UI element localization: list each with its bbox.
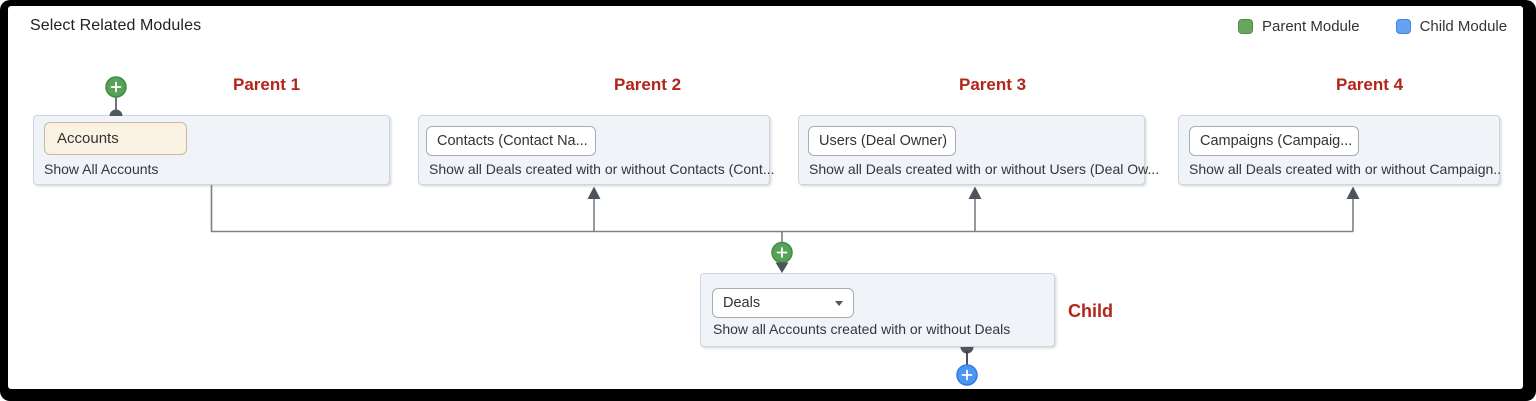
child-module-color-chip xyxy=(1395,19,1411,34)
child-module-card: Deals Show all Accounts created with or … xyxy=(700,273,1055,347)
parent-4-dropdown-value: Campaigns (Campaig... xyxy=(1200,133,1353,149)
dropdown-caret-icon xyxy=(835,300,843,306)
parent-3-description: Show all Deals created with or without U… xyxy=(809,161,1160,177)
parent-4-label: Parent 4 xyxy=(1336,75,1404,94)
parent-4-module-dropdown[interactable]: Campaigns (Campaig... xyxy=(1189,126,1359,156)
parent-1-label: Parent 1 xyxy=(233,75,301,94)
node-knob-icon xyxy=(960,347,974,354)
legend: Parent Module Child Module xyxy=(1238,18,1507,35)
arrow-down-icon xyxy=(775,262,789,273)
legend-item-child: Child Module xyxy=(1395,18,1508,35)
parent-2-description: Show all Deals created with or without C… xyxy=(429,161,775,177)
parent-3-dropdown-value: Users (Deal Owner) xyxy=(819,133,948,149)
add-child-module-button[interactable] xyxy=(956,347,978,386)
plus-icon xyxy=(961,369,973,381)
parent-2-module-dropdown[interactable]: Contacts (Contact Na... xyxy=(426,126,596,156)
parent-1-description: Show All Accounts xyxy=(44,161,159,177)
parent-3-module-card: Users (Deal Owner) Show all Deals create… xyxy=(798,115,1159,185)
parent-module-color-chip xyxy=(1238,19,1253,34)
page-title: Select Related Modules xyxy=(30,17,202,34)
legend-child-label: Child Module xyxy=(1419,18,1508,35)
parent-3-module-dropdown[interactable]: Users (Deal Owner) xyxy=(808,126,956,156)
parent-4-module-card: Campaigns (Campaig... Show all Deals cre… xyxy=(1178,115,1502,185)
primary-module-field: Accounts xyxy=(44,122,187,155)
dropdown-caret-icon xyxy=(955,139,956,144)
node-knob-icon xyxy=(109,109,123,116)
legend-parent-label: Parent Module xyxy=(1262,18,1360,35)
parent-3-label: Parent 3 xyxy=(959,75,1027,94)
plus-icon xyxy=(776,247,788,258)
add-parent-module-button[interactable] xyxy=(105,76,127,116)
parent-4-description: Show all Deals created with or without C… xyxy=(1189,161,1502,177)
child-dropdown-value: Deals xyxy=(723,295,761,311)
child-label: Child xyxy=(1068,301,1113,321)
plus-icon xyxy=(110,81,122,93)
parent-2-dropdown-value: Contacts (Contact Na... xyxy=(437,133,588,149)
legend-item-parent: Parent Module xyxy=(1238,18,1360,35)
child-module-dropdown[interactable]: Deals xyxy=(712,288,854,318)
parent-1-module-card: Accounts Show All Accounts xyxy=(33,115,390,185)
add-parent-module-button[interactable] xyxy=(771,231,793,274)
parent-2-label: Parent 2 xyxy=(614,75,682,94)
child-description: Show all Accounts created with or withou… xyxy=(713,321,1011,337)
parent-2-module-card: Contacts (Contact Na... Show all Deals c… xyxy=(418,115,775,185)
